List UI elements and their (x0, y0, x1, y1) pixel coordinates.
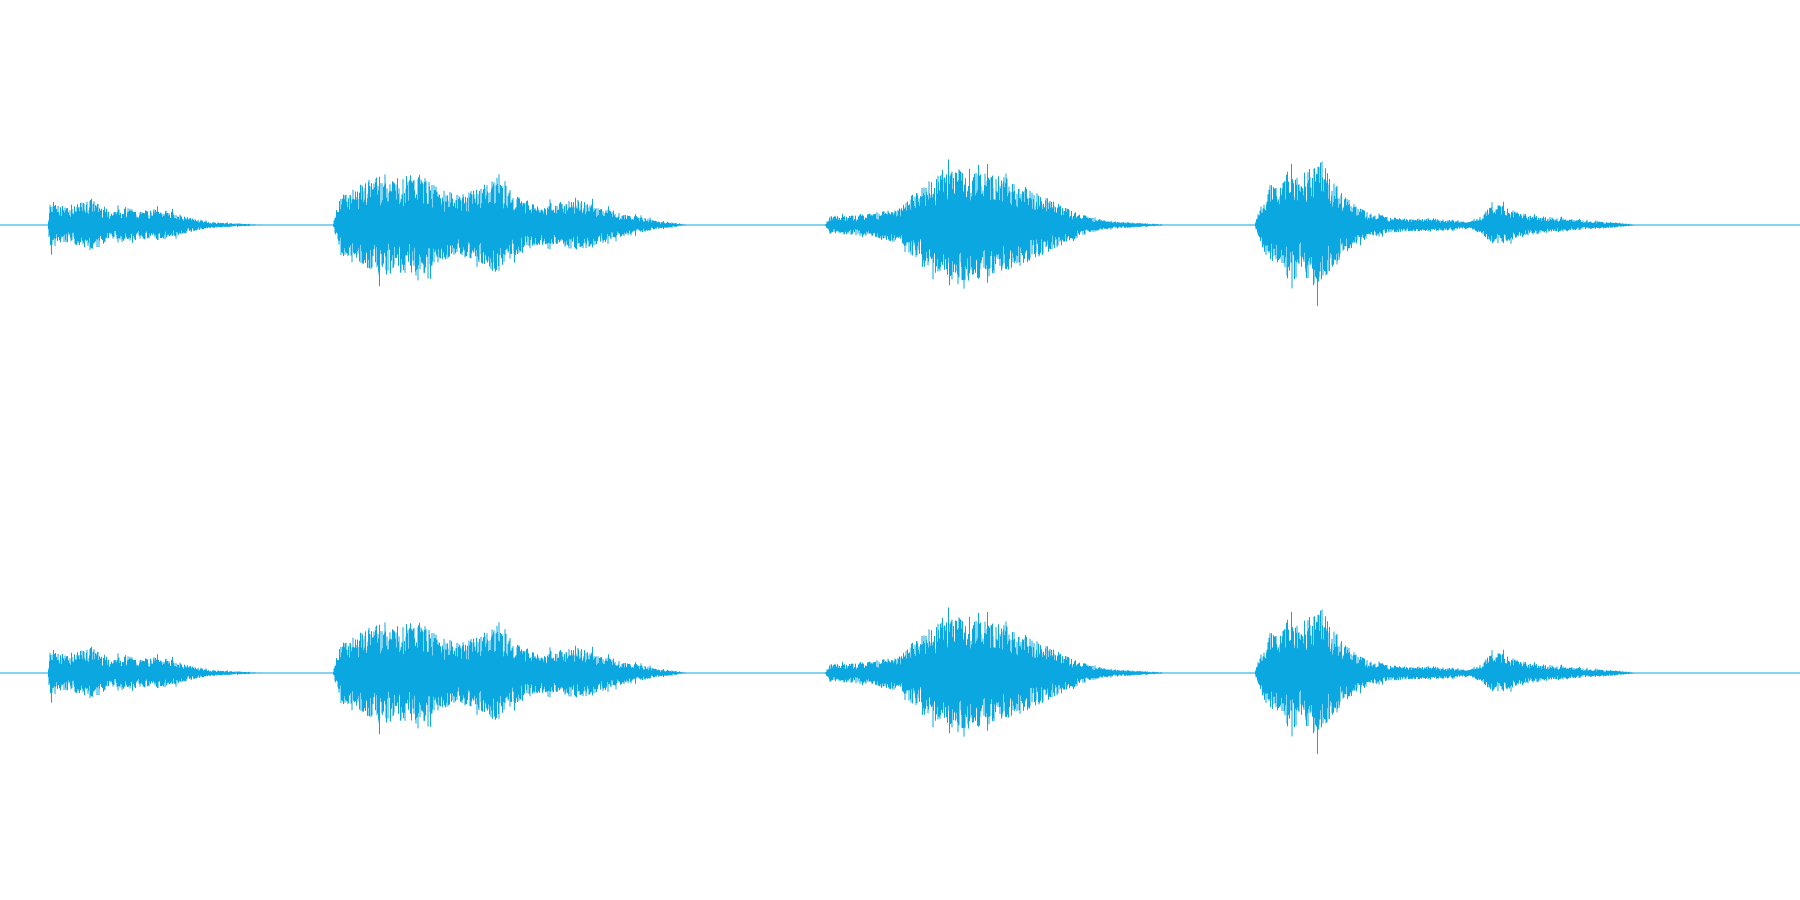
waveform-top-segment-4 (1255, 161, 1640, 306)
waveform-bottom-svg (0, 607, 1800, 754)
waveform-bottom-segment-4 (1255, 609, 1640, 754)
waveform-top-segment-2 (333, 174, 690, 287)
waveform-bottom-segment-3 (825, 607, 1174, 737)
waveform-top-svg (0, 159, 1800, 306)
waveform-top-segment-3 (825, 159, 1174, 289)
waveform-channel-top (0, 159, 1800, 306)
waveform-channel-bottom (0, 450, 1800, 900)
waveform-bottom-segment-1 (48, 646, 268, 703)
waveform-top-segment-1 (48, 198, 268, 255)
waveform-bottom-segment-2 (333, 622, 690, 735)
